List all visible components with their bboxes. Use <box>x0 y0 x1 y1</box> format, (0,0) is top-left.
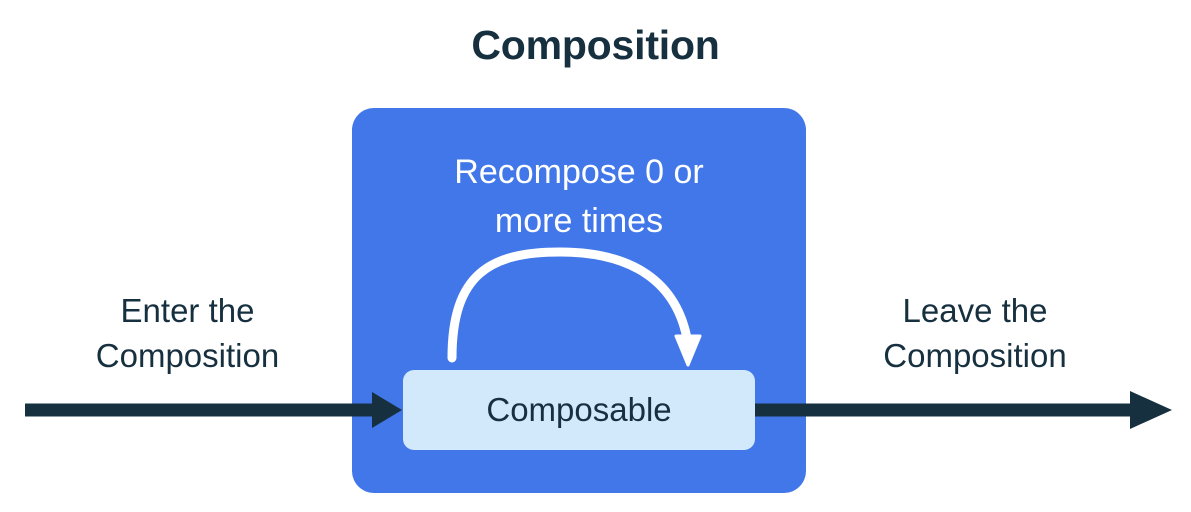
enter-arrow-right-icon <box>25 392 402 428</box>
enter-label-line-2: Composition <box>95 337 280 374</box>
composable-label: Composable <box>486 391 672 428</box>
page-title: Composition <box>471 22 720 68</box>
composable-box <box>403 370 755 450</box>
recompose-caption: Recompose 0 or more times <box>352 148 806 246</box>
recompose-loop-arrow-icon <box>447 247 702 367</box>
leave-label-line-2: Composition <box>883 337 1067 374</box>
recompose-caption-line-1: Recompose 0 or <box>454 153 704 191</box>
leave-label-line-1: Leave the <box>902 292 1048 329</box>
leave-composition-label: Leave the Composition <box>810 288 1140 378</box>
enter-label-line-1: Enter the <box>120 292 255 329</box>
enter-composition-label: Enter the Composition <box>25 288 350 378</box>
recompose-caption-line-2: more times <box>494 202 664 240</box>
leave-arrow-right-icon <box>755 391 1172 429</box>
